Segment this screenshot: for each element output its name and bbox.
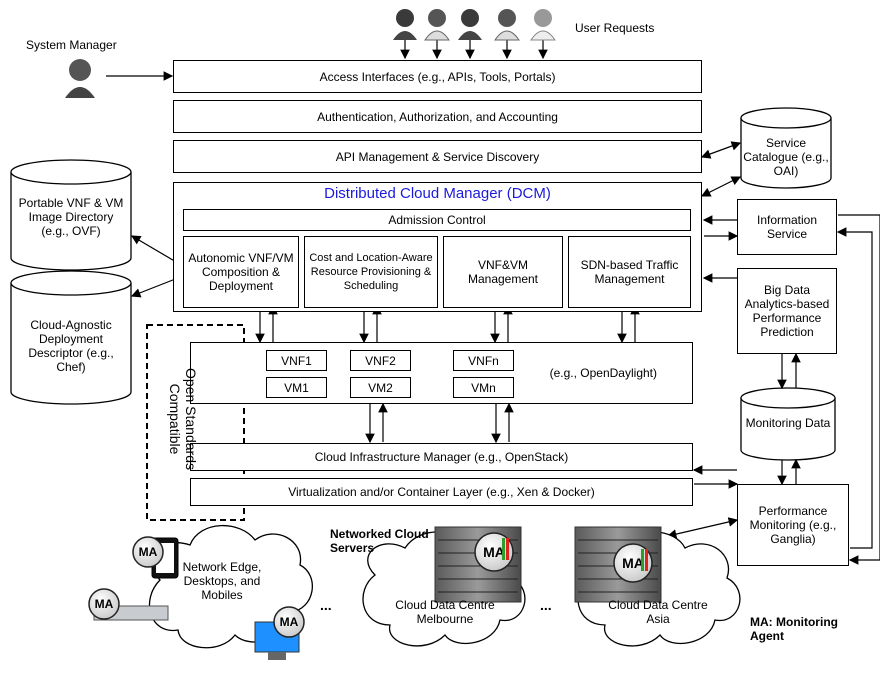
monitoring-data-label: Monitoring Data (745, 416, 831, 430)
vnf-directory-label: Portable VNF & VM Image Directory (e.g.,… (18, 196, 124, 238)
vm-box-n: VMn (453, 377, 514, 398)
ellipsis-1: ... (320, 597, 332, 613)
big-data-prediction-box: Big Data Analytics-based Performance Pre… (737, 268, 837, 354)
monitoring-data-cylinder (740, 387, 836, 461)
vnf-vm-management-module: VNF&VM Management (443, 236, 563, 308)
service-catalogue-label: Service Catalogue (e.g., OAI) (743, 136, 829, 178)
service-catalogue-cylinder (740, 107, 832, 189)
vnf-directory-cylinder (10, 159, 132, 271)
sdn-traffic-module: SDN-based Traffic Management (568, 236, 691, 308)
ma-badge-melbourne: MA (474, 532, 514, 572)
networked-servers-label: Networked Cloud Servers (330, 527, 429, 555)
svg-text:MA: MA (280, 615, 299, 629)
cloud-infrastructure-manager-box: Cloud Infrastructure Manager (e.g., Open… (190, 443, 693, 471)
virtualization-container-layer-box: Virtualization and/or Container Layer (e… (190, 478, 693, 506)
open-standards-region (146, 324, 245, 521)
vm-box-2: VM2 (350, 377, 411, 398)
api-management-box: API Management & Service Discovery (173, 140, 702, 173)
ellipsis-2: ... (540, 597, 552, 613)
asia-label: Cloud Data Centre Asia (608, 598, 708, 626)
dcm-title: Distributed Cloud Manager (DCM) (324, 185, 551, 202)
information-service-box: Information Service (737, 199, 837, 255)
svg-text:MA: MA (139, 545, 158, 559)
melbourne-label: Cloud Data Centre Melbourne (395, 598, 495, 626)
system-manager-label: System Manager (26, 38, 117, 52)
svg-text:MA: MA (95, 597, 114, 611)
ma-badge-tablet: MA (132, 536, 164, 568)
edge-label: Network Edge, Desktops, and Mobiles (182, 560, 262, 602)
user-figures (393, 9, 556, 41)
ma-badge-asia: MA (613, 543, 653, 583)
vnf-box-1: VNF1 (266, 350, 327, 371)
user-requests-label: User Requests (575, 21, 655, 35)
svg-text:MA: MA (622, 555, 644, 571)
access-interfaces-box: Access Interfaces (e.g., APIs, Tools, Po… (173, 60, 702, 93)
aaa-box: Authentication, Authorization, and Accou… (173, 100, 702, 133)
deployment-descriptor-label: Cloud-Agnostic Deployment Descriptor (e.… (28, 318, 114, 374)
open-standards-label: Open Standards Compatible (167, 368, 199, 470)
ma-badge-desktop: MA (273, 606, 305, 638)
performance-monitoring-box: Performance Monitoring (e.g., Ganglia) (737, 484, 849, 566)
ma-badge-switch: MA (88, 588, 120, 620)
ma-legend: MA: Monitoring Agent (750, 615, 838, 643)
deployment-descriptor-cylinder (10, 270, 132, 405)
provisioning-module: Cost and Location-Aware Resource Provisi… (304, 236, 438, 308)
admission-control-box: Admission Control (183, 209, 691, 231)
controller-label: (e.g., OpenDaylight) (549, 366, 657, 380)
svg-text:MA: MA (483, 544, 505, 560)
vnf-box-2: VNF2 (350, 350, 411, 371)
vm-box-1: VM1 (266, 377, 327, 398)
vnf-box-n: VNFn (453, 350, 514, 371)
composition-module: Autonomic VNF/VM Composition & Deploymen… (183, 236, 299, 308)
system-manager-figure (65, 59, 95, 98)
edge-cloud (148, 524, 313, 649)
